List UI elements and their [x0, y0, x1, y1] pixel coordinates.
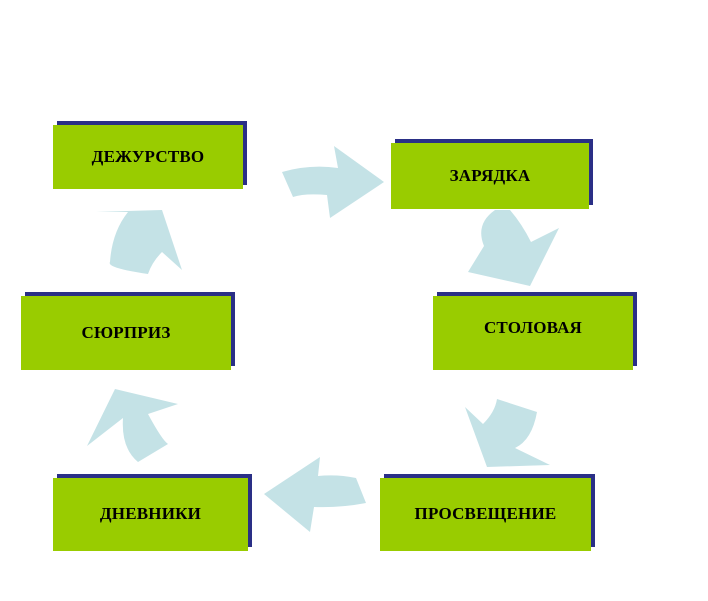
node-exercise: ЗАРЯДКА: [391, 139, 593, 209]
node-enlightenment-label: ПРОСВЕЩЕНИЕ: [414, 504, 557, 523]
node-exercise-label: ЗАРЯДКА: [449, 166, 531, 185]
arrow-canteen-to-enlightenment: [465, 399, 550, 467]
arrow-surprise-to-duty: [96, 210, 182, 274]
node-canteen-label: СТОЛОВАЯ: [483, 318, 583, 337]
node-duty-label: ДЕЖУРСТВО: [91, 147, 205, 166]
node-surprise-label: СЮРПРИЗ: [81, 323, 171, 342]
node-diaries: ДНЕВНИКИ: [53, 474, 252, 551]
node-canteen: СТОЛОВАЯ: [433, 292, 637, 370]
node-surprise: СЮРПРИЗ: [21, 292, 235, 370]
arrow-diaries-to-surprise: [87, 389, 178, 462]
arrow-enlightenment-to-diaries: [264, 457, 366, 532]
arrow-exercise-to-canteen: [468, 210, 559, 286]
node-enlightenment: ПРОСВЕЩЕНИЕ: [380, 474, 595, 551]
node-diaries-label: ДНЕВНИКИ: [99, 504, 202, 523]
arrow-duty-to-exercise: [282, 146, 384, 218]
node-duty: ДЕЖУРСТВО: [53, 121, 247, 189]
